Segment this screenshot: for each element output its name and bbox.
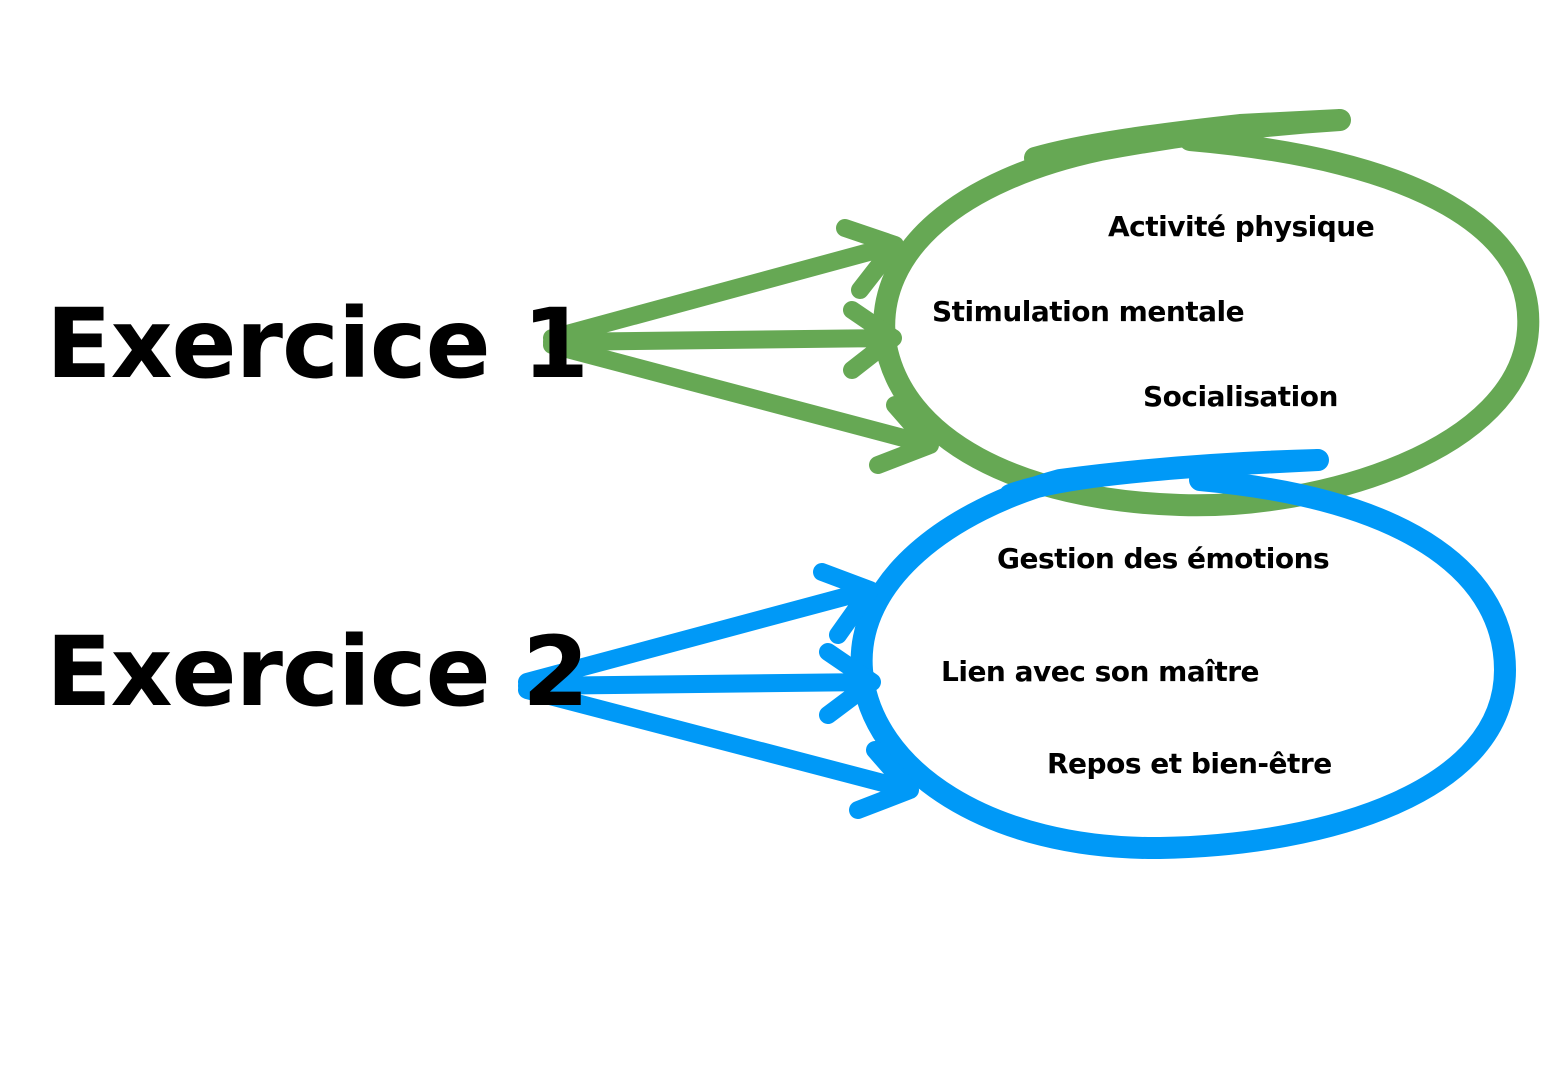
exercise-2-title: Exercice 2 bbox=[46, 616, 589, 728]
group1-ellipse bbox=[873, 109, 1540, 517]
group1-arrow-bottom bbox=[543, 336, 939, 474]
item-socialisation: Socialisation bbox=[1143, 380, 1338, 413]
exercise-1-title: Exercice 1 bbox=[46, 288, 589, 400]
group1-shapes bbox=[543, 109, 1540, 517]
group1-arrow-top bbox=[543, 219, 904, 347]
item-repos-bien-etre: Repos et bien-être bbox=[1047, 747, 1332, 780]
group2-arrow-top bbox=[518, 563, 879, 691]
item-lien-maitre: Lien avec son maître bbox=[941, 655, 1260, 688]
group2-arrow-bottom bbox=[518, 681, 919, 819]
item-stimulation-mentale: Stimulation mentale bbox=[932, 295, 1245, 328]
group2-ellipse bbox=[850, 449, 1516, 860]
group2-shapes bbox=[518, 449, 1516, 860]
item-gestion-emotions: Gestion des émotions bbox=[997, 542, 1330, 575]
group1-arrow-middle bbox=[543, 301, 902, 379]
group2-arrow-middle bbox=[518, 643, 881, 724]
item-activite-physique: Activité physique bbox=[1108, 210, 1375, 243]
